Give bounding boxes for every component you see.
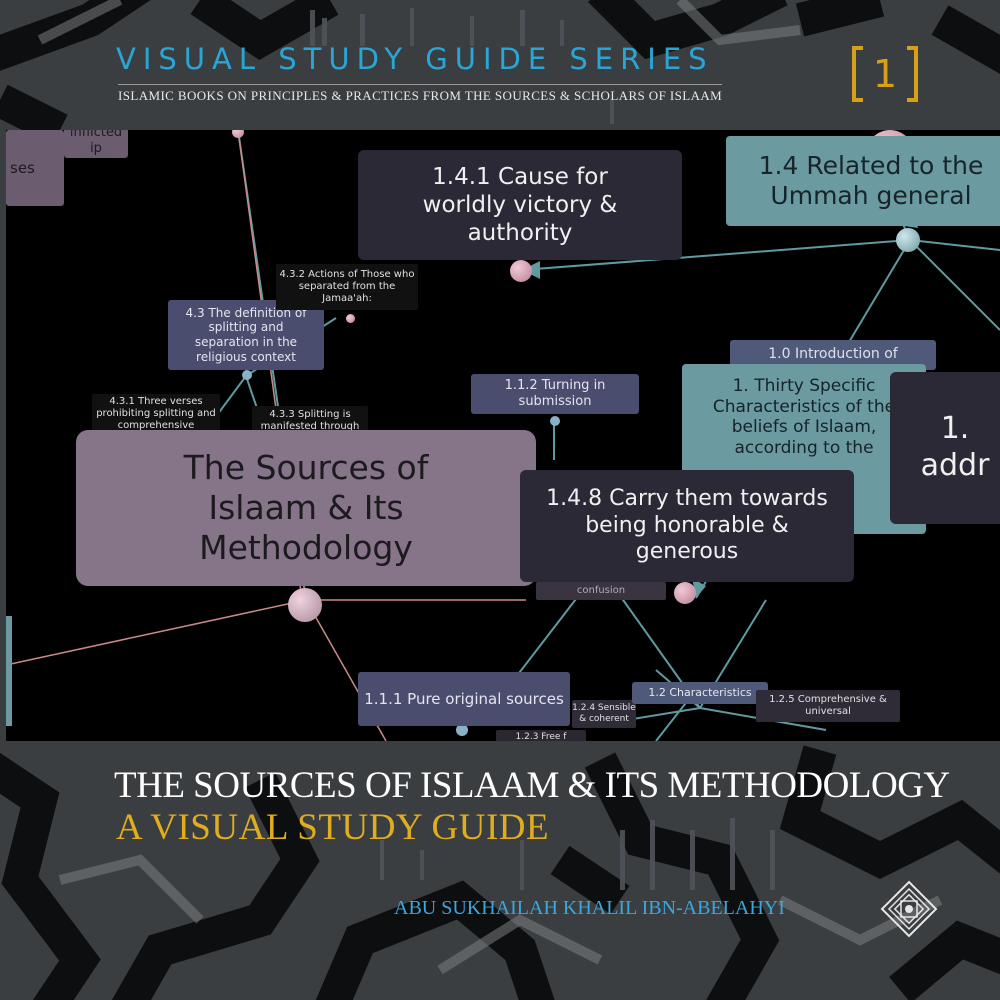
topleft-text-1: ses: [10, 158, 35, 177]
publisher-logo-icon: [880, 880, 938, 938]
node-sphere-6: [232, 130, 244, 138]
node-1-4[interactable]: 1.4 Related to the Ummah general: [726, 136, 1000, 226]
book-subtitle: A VISUAL STUDY GUIDE: [116, 807, 550, 848]
author-name: ABU SUKHAILAH KHALIL IBN-ABELAHYI: [394, 897, 785, 919]
node-4-3-3-label: 4.3.3 Splitting is manifested through: [260, 408, 360, 432]
node-1-1-1[interactable]: 1.1.1 Pure original sources: [358, 672, 570, 726]
node-1-2-3-label: 1.2.3 Free f: [515, 731, 567, 741]
node-confusion-label: confusion: [576, 584, 626, 596]
node-4-3[interactable]: 4.3 The definition of splitting and sepa…: [168, 300, 324, 370]
node-sphere-3: [510, 260, 532, 282]
node-1-4-8[interactable]: 1.4.8 Carry them towards being honorable…: [520, 470, 854, 582]
node-1-4-label: 1.4 Related to the Ummah general: [758, 150, 984, 211]
node-sphere-5: [674, 582, 696, 604]
central-node-label: The Sources of Islaam & Its Methodology: [183, 447, 429, 568]
topleft-node-1: ses: [6, 130, 64, 206]
node-4-3-2-label: 4.3.2 Actions of Those who separated fro…: [279, 268, 415, 305]
node-1-4-1[interactable]: 1.4.1 Cause for worldly victory & author…: [358, 150, 682, 260]
central-node[interactable]: The Sources of Islaam & Its Methodology: [76, 430, 536, 586]
node-1-1-2[interactable]: 1.1.2 Turning in submission: [471, 374, 639, 414]
node-1-label: 1. Thirty Specific Characteristics of th…: [712, 376, 896, 459]
node-4-3-2[interactable]: 4.3.2 Actions of Those who separated fro…: [276, 264, 418, 310]
left-bracket-icon: [852, 46, 863, 102]
node-1-0-label: 1.0 Introduction of: [768, 346, 898, 363]
volume-number: 1: [872, 52, 898, 96]
series-subtitle: ISLAMIC BOOKS ON PRINCIPLES & PRACTICES …: [118, 84, 723, 104]
node-1-x-sub: addr: [920, 448, 990, 483]
node-4-3-1-label: 4.3.1 Three verses prohibiting splitting…: [96, 395, 216, 432]
node-sphere-9: [242, 370, 252, 380]
node-sphere-8: [456, 724, 468, 736]
node-1-x-label: 1.: [940, 411, 970, 447]
node-sphere-4: [288, 588, 322, 622]
topleft-text-4: ip: [90, 141, 102, 156]
node-4-3-label: 4.3 The definition of splitting and sepa…: [185, 305, 307, 364]
node-1-4-1-label: 1.4.1 Cause for worldly victory & author…: [422, 163, 618, 247]
node-1-2-4[interactable]: 1.2.4 Sensible & coherent: [572, 700, 636, 728]
node-1-x[interactable]: 1.addr: [890, 372, 1000, 524]
node-1-2-4-label: 1.2.4 Sensible & coherent: [572, 703, 636, 724]
node-1-2-label: 1.2 Characteristics: [648, 686, 752, 700]
node-4-3-1[interactable]: 4.3.1 Three verses prohibiting splitting…: [92, 394, 220, 434]
book-title: THE SOURCES OF ISLAAM & ITS METHODOLOGY: [114, 765, 950, 806]
left-edge-node: [6, 616, 12, 726]
node-sphere-10: [346, 314, 355, 323]
series-title: VISUAL STUDY GUIDE SERIES: [116, 42, 714, 76]
node-1-2[interactable]: 1.2 Characteristics: [632, 682, 768, 704]
node-1-4-8-label: 1.4.8 Carry them towards being honorable…: [546, 485, 828, 565]
right-bracket-icon: [907, 46, 918, 102]
node-1-1-1-label: 1.1.1 Pure original sources: [364, 689, 564, 708]
node-1-2-3: 1.2.3 Free f: [496, 730, 586, 741]
node-1-1-2-label: 1.1.2 Turning in submission: [504, 378, 606, 409]
topleft-text-3: inflicted: [69, 130, 123, 141]
node-1-2-5-label: 1.2.5 Comprehensive & universal: [769, 693, 887, 717]
node-sphere-7: [550, 416, 560, 426]
node-1-2-5[interactable]: 1.2.5 Comprehensive & universal: [756, 690, 900, 722]
volume-badge: 1: [852, 46, 918, 102]
node-sphere-2: [896, 228, 920, 252]
node-confusion: confusion: [536, 582, 666, 600]
